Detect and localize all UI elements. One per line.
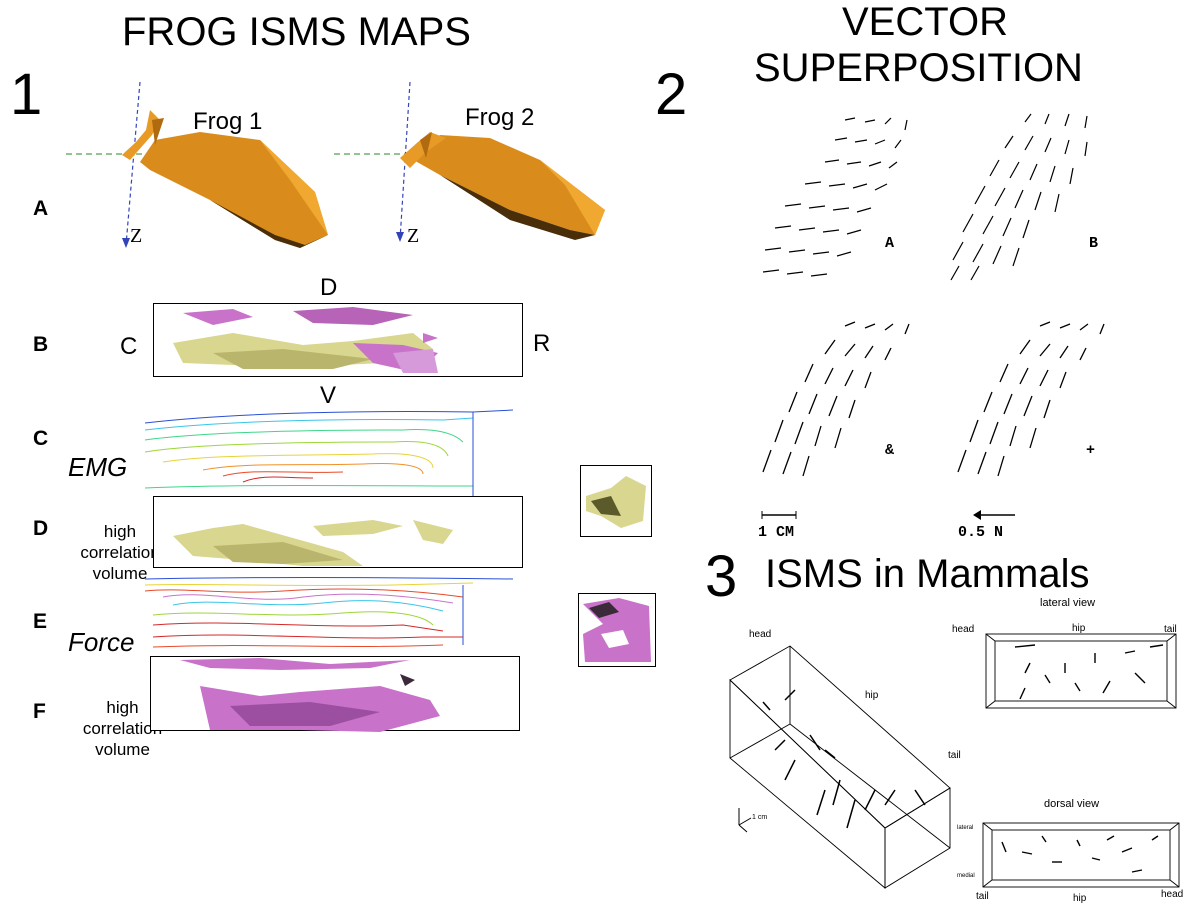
field-label-plus: +: [1086, 442, 1096, 459]
force-volume-panel-f: [150, 656, 520, 732]
force-field-sum-and: [762, 321, 910, 477]
section2-title-line2: SUPERPOSITION: [754, 46, 1083, 90]
force-contour-map: [144, 577, 514, 648]
length-scale-bar: [761, 511, 797, 519]
force-field-sum-plus: [957, 321, 1105, 477]
dorsal-view-box: [982, 822, 1180, 888]
field-label-a: A: [885, 235, 895, 252]
frog1-label: Frog 1: [193, 108, 263, 135]
force-field-b: [950, 113, 1088, 281]
dorsal-d-label: D: [320, 274, 338, 301]
perspective-head-label: head: [749, 629, 772, 640]
section3-number: 3: [705, 544, 738, 609]
dorsal-tail-label: tail: [976, 891, 989, 902]
emg-volume-panel-d: [153, 496, 523, 568]
lateral-view-box: [985, 633, 1177, 709]
frog2-label: Frog 2: [465, 104, 535, 131]
lateral-view-title: lateral view: [1040, 597, 1096, 609]
section2-title-line1: VECTOR: [842, 0, 1008, 44]
dorsal-medial-label: medial: [957, 873, 975, 879]
force-field-a: [762, 117, 908, 277]
field-label-b: B: [1089, 235, 1099, 252]
row-label-d: D: [33, 517, 49, 540]
rostral-r-label: R: [533, 330, 551, 357]
dorsal-lateral-label: lateral: [957, 825, 974, 831]
perspective-tail-label: tail: [948, 750, 961, 761]
section1-title: FROG ISMS MAPS: [122, 10, 471, 54]
field-label-and: &: [885, 442, 895, 459]
row-label-b: B: [33, 333, 49, 356]
dorsal-hip-label: hip: [1073, 893, 1087, 904]
emg-contour-map: [144, 409, 514, 496]
perspective-scale-label: 1 cm: [752, 814, 768, 821]
emg-cross-section: [580, 465, 652, 537]
row-label-f: F: [33, 700, 46, 723]
force-scale-label: 0.5 N: [958, 524, 1004, 541]
length-scale-label: 1 CM: [758, 524, 795, 541]
high-correlation-label-f: high correlation volume: [82, 698, 163, 759]
row-label-a: A: [33, 197, 49, 220]
ism-volume-panel-b: [153, 303, 523, 377]
dorsal-head-label: head: [1161, 889, 1184, 900]
frog2-z-label: Z: [407, 225, 420, 247]
perspective-hip-label: hip: [865, 690, 879, 701]
force-scale-arrow: [973, 510, 1015, 520]
high-correlation-label-d: high correlation volume: [80, 522, 160, 583]
section2-number: 2: [655, 62, 688, 127]
emg-label: EMG: [68, 452, 128, 482]
frog1-z-label: Z: [130, 225, 143, 247]
section3-title: ISMS in Mammals: [765, 552, 1090, 596]
frog1-limb-illustration: [66, 81, 328, 248]
force-label: Force: [68, 627, 135, 657]
lateral-hip-label: hip: [1072, 623, 1086, 634]
dorsal-view-title: dorsal view: [1044, 798, 1100, 810]
lateral-head-label: head: [952, 624, 975, 635]
frog2-limb-illustration: [334, 81, 605, 242]
row-label-c: C: [33, 427, 49, 450]
caudal-c-label: C: [120, 333, 138, 360]
row-label-e: E: [33, 610, 48, 633]
section1-number: 1: [10, 62, 43, 127]
lateral-tail-label: tail: [1164, 624, 1177, 635]
ventral-v-label: V: [320, 382, 337, 409]
perspective-3d-box: [729, 645, 951, 889]
force-cross-section: [578, 593, 656, 667]
